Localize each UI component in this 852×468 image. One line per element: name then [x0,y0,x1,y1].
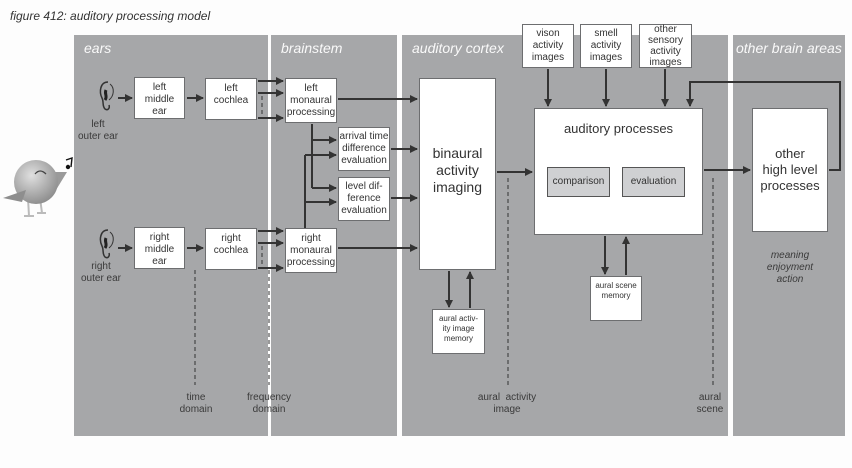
other-high-level-processes-box: other high level processes [752,108,828,232]
right-middle-ear-box: right middle ear [134,227,185,269]
right-cochlea-box: right cochlea [205,228,257,270]
left-outer-ear-label: left outer ear [78,119,119,142]
right-outer-ear-icon [99,229,114,259]
bird-icon [3,156,73,217]
left-monaural-processing-box: left monaural processing [285,78,337,123]
auditory-processes-label: auditory processes [563,121,674,136]
right-outer-ear-label: right outer ear [80,261,122,284]
binaural-activity-imaging-box: binaural activity imaging [419,78,496,270]
figure-title: figure 412: auditory processing model [10,9,211,23]
comparison-box: comparison [547,167,610,197]
outcomes-label: meaning enjoyment action [766,250,814,285]
other-sensory-activity-images-box: other sensory activity images [639,24,692,68]
panel-brainstem-label: brainstem [281,40,343,56]
panel-other-brain-areas-label: other brain areas [736,40,842,56]
panel-ears-label: ears [84,40,112,56]
arrival-time-difference-box: arrival time difference evaluation [338,127,390,171]
left-cochlea-box: left cochlea [205,78,257,120]
right-monaural-processing-box: right monaural processing [285,228,337,273]
panel-auditory-cortex-label: auditory cortex [412,40,504,56]
level-difference-box: level dif- ference evaluation [338,177,390,221]
aural-activity-image-memory-box: aural activ- ity image memory [432,309,485,354]
aural-scene-memory-box: aural scene memory [590,276,642,321]
evaluation-box: evaluation [622,167,685,197]
left-outer-ear-icon [99,81,114,111]
aural-activity-image-label: aural activity image [477,392,537,415]
smell-activity-images-box: smell activity images [580,24,632,68]
vision-activity-images-box: vison activity images [522,24,574,68]
time-domain-label: time domain [179,392,213,415]
aural-scene-label: aural scene [696,392,724,415]
panel-other-brain-areas: other brain areas [733,35,845,436]
frequency-domain-label: frequency domain [247,392,291,415]
left-middle-ear-box: left middle ear [134,77,185,119]
